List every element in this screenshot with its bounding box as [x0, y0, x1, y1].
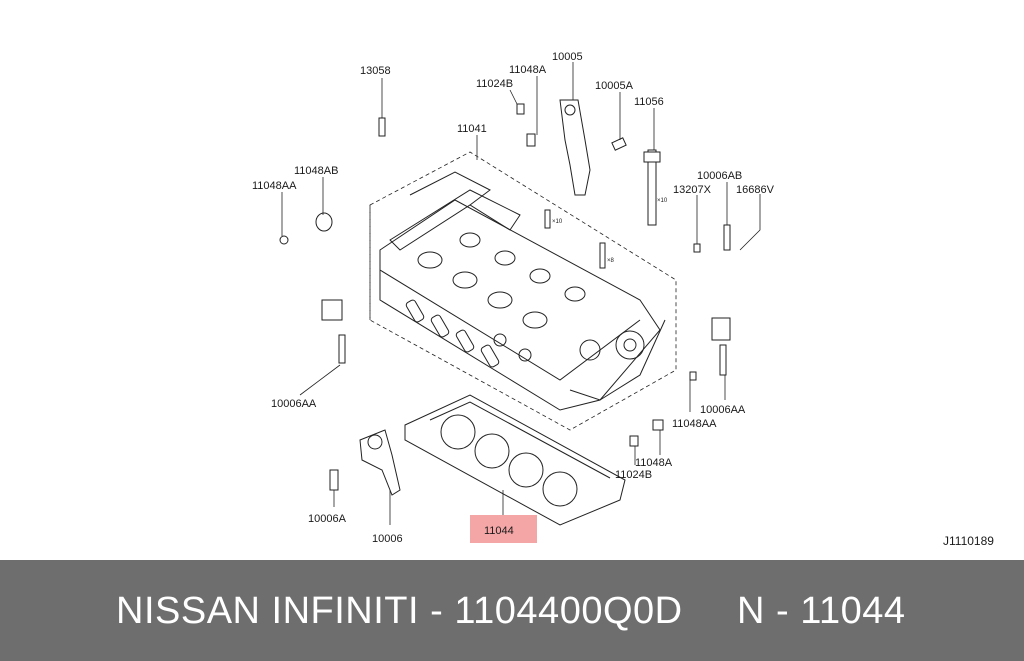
parts-diagram: ×10 ×10 ×8 13058 11024B 11048A 10005 100…	[252, 51, 994, 548]
leader-lines	[281, 62, 761, 525]
label-10005a[interactable]: 10005A	[595, 80, 634, 92]
label-10006aa-left[interactable]: 10006AA	[271, 398, 317, 410]
label-10006ab[interactable]: 10006AB	[697, 170, 742, 182]
bracket-10005	[559, 99, 591, 196]
label-13207x[interactable]: 13207X	[673, 184, 712, 196]
label-11044[interactable]: 11044	[484, 525, 514, 537]
label-11056[interactable]: 11056	[634, 96, 664, 108]
diagram-id: J1110189	[943, 534, 994, 548]
qty-mark: ×10	[552, 219, 563, 225]
label-10006aa-right[interactable]: 10006AA	[700, 404, 746, 416]
cylinder-head-11041	[379, 171, 666, 411]
label-10006[interactable]: 10006	[372, 533, 403, 545]
label-11048ab[interactable]: 11048AB	[294, 165, 338, 177]
assembly-frame	[369, 151, 677, 431]
label-10006a[interactable]: 10006A	[308, 513, 347, 525]
highlight-box	[470, 515, 537, 543]
qty-mark: ×10	[657, 198, 668, 204]
qty-mark: ×8	[607, 258, 615, 264]
hardware	[279, 103, 731, 491]
label-13058[interactable]: 13058	[360, 65, 391, 77]
label-10005[interactable]: 10005	[552, 51, 583, 63]
part-number-banner: NISSAN INFINITI - 1104400Q0D N - 11044	[0, 560, 1024, 661]
label-11048aa-left[interactable]: 11048AA	[252, 180, 297, 192]
label-11048aa-right[interactable]: 11048AA	[672, 418, 717, 430]
head-gasket-11044	[404, 394, 626, 526]
label-16686v[interactable]: 16686V	[736, 184, 775, 196]
label-11041[interactable]: 11041	[457, 123, 487, 135]
bracket-10006	[359, 429, 401, 496]
banner-diagram-code: N - 11044	[737, 590, 906, 632]
banner-brand-part-number: NISSAN INFINITI - 1104400Q0D	[116, 590, 683, 632]
label-11024b-top[interactable]: 11024B	[476, 78, 513, 90]
label-11048a-bottom[interactable]: 11048A	[635, 457, 673, 469]
label-11048a-top[interactable]: 11048A	[509, 64, 547, 76]
label-11024b-bottom[interactable]: 11024B	[615, 469, 652, 481]
